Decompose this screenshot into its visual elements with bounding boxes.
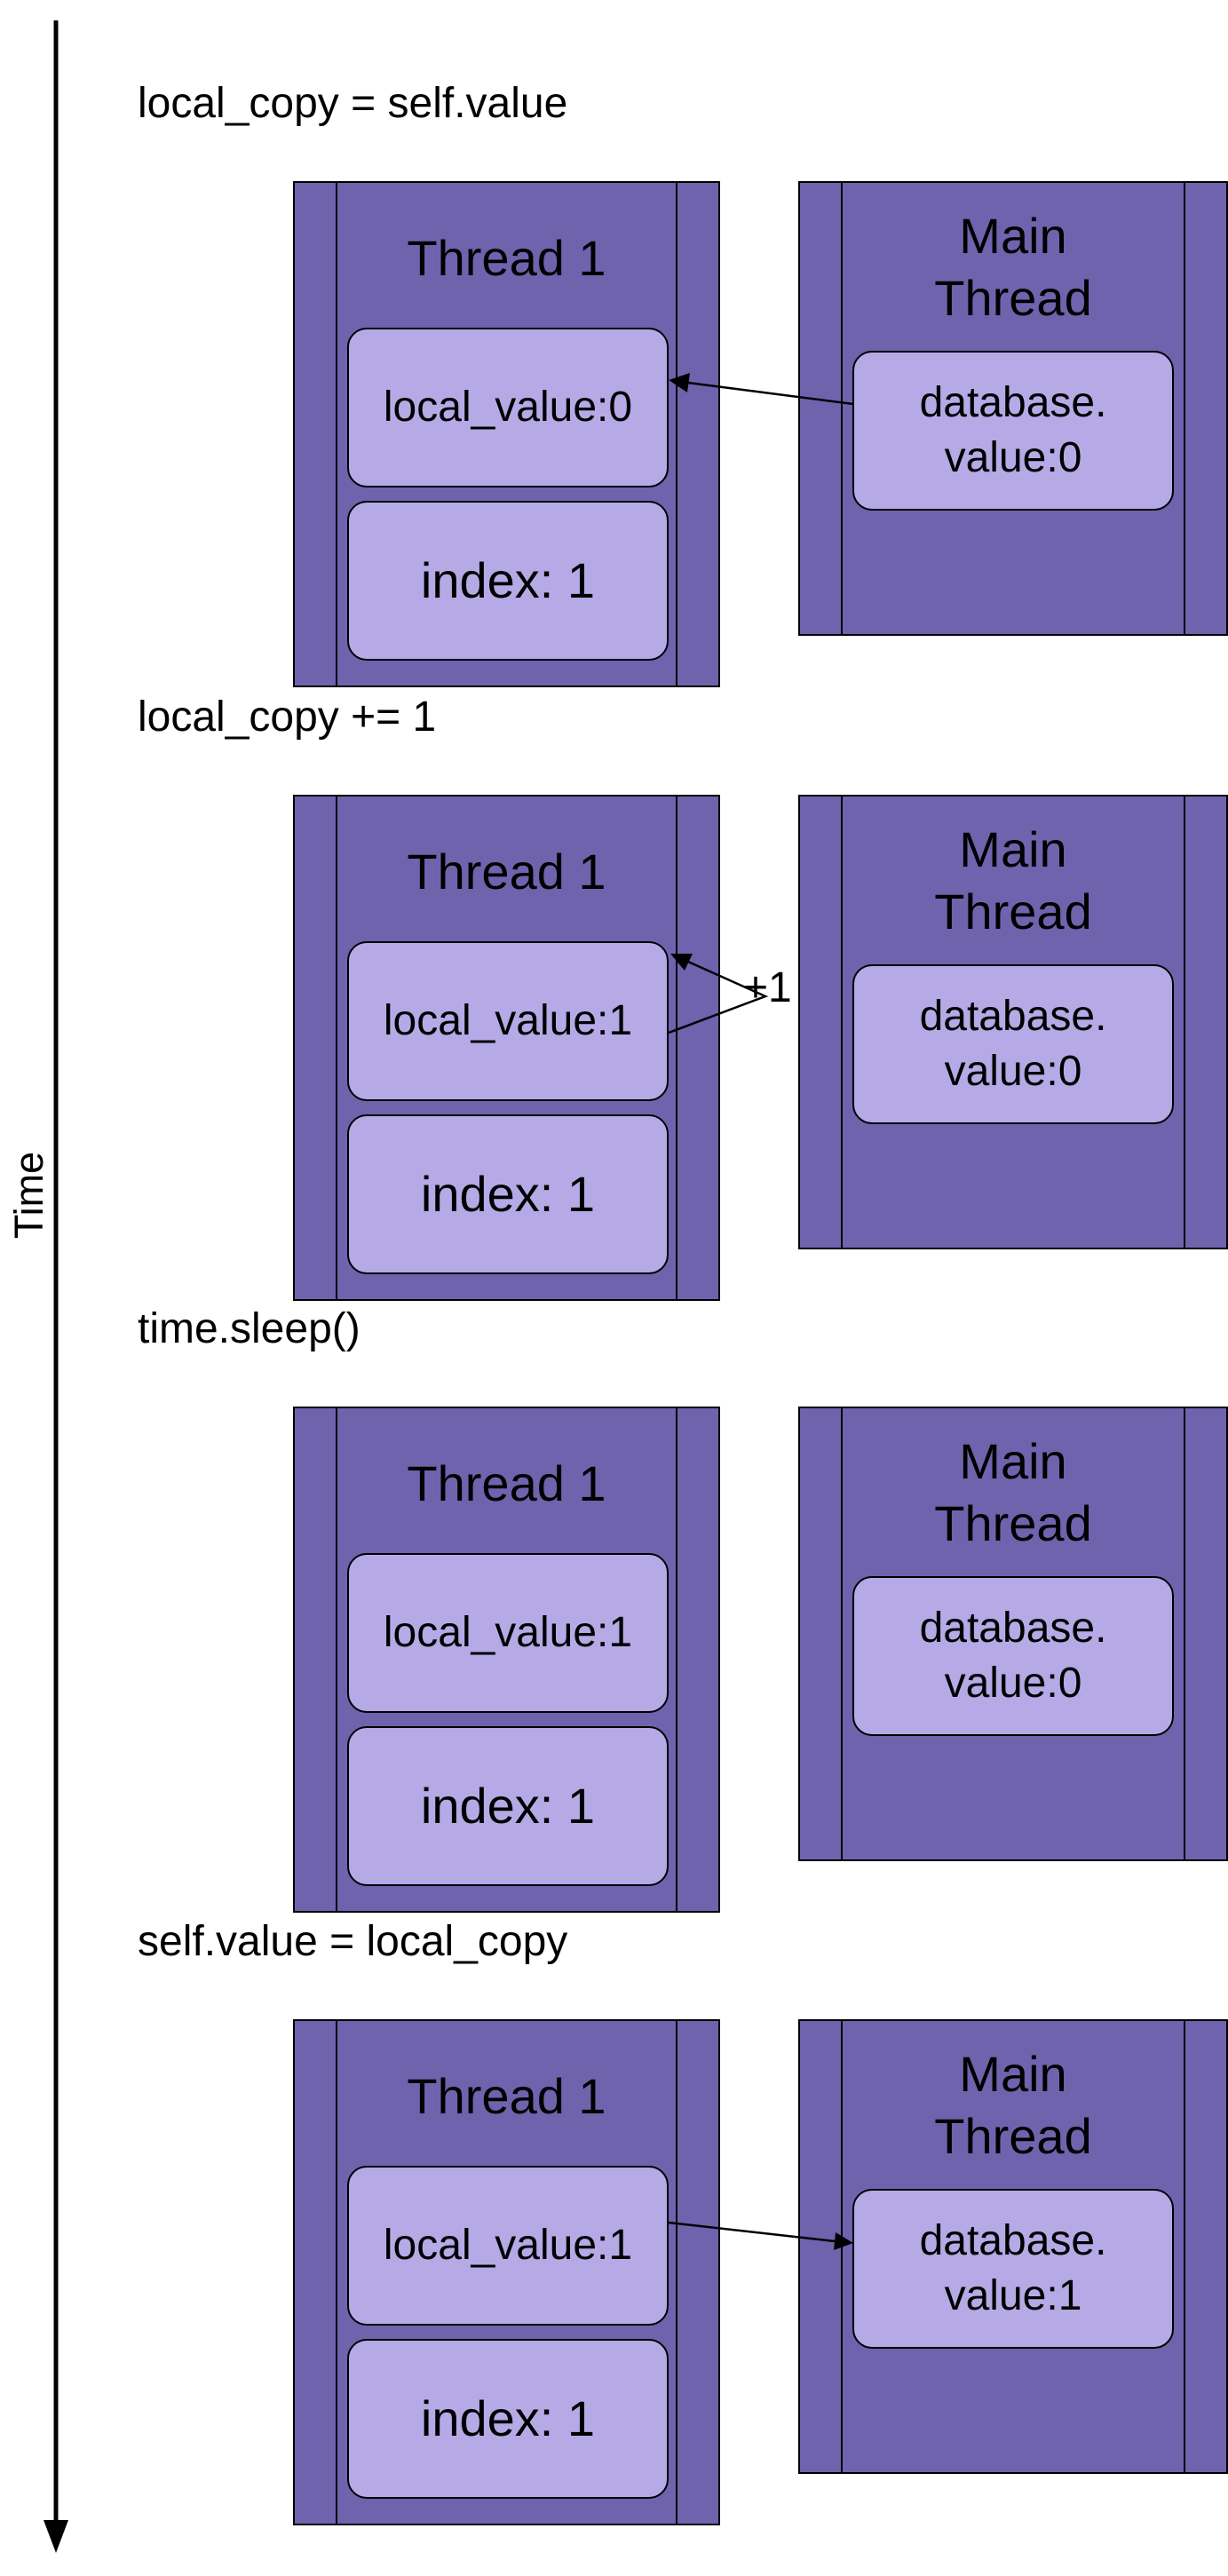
main-thread-title: Main Thread (934, 208, 1092, 326)
main-thread-title: Main Thread (934, 2046, 1092, 2164)
main-thread-box: Main Thread database. value:1 (798, 2019, 1228, 2474)
step-self-value-assign: self.value = local_copy Thread 1 local_v… (0, 1915, 1228, 2537)
thread-1-title: Thread 1 (407, 844, 606, 900)
code-line: self.value = local_copy (138, 1918, 568, 1965)
index-cell: index: 1 (347, 1726, 669, 1886)
thread-1-title: Thread 1 (407, 230, 606, 286)
step-local-copy-assign: local_copy = self.value Thread 1 local_v… (0, 77, 1228, 699)
step-time-sleep: time.sleep() Thread 1 local_value:1 inde… (0, 1303, 1228, 1924)
main-thread-title: Main Thread (934, 1433, 1092, 1551)
thread-1-box: Thread 1 local_value:1 index: 1 (293, 1407, 720, 1913)
increment-label: +1 (743, 964, 792, 1011)
code-line: local_copy = self.value (138, 80, 568, 127)
main-thread-box: Main Thread database. value:0 (798, 1407, 1228, 1861)
local-value-cell: local_value:1 (347, 1553, 669, 1713)
local-value-cell: local_value:0 (347, 328, 669, 487)
main-thread-title: Main Thread (934, 821, 1092, 939)
arrow-db-to-local (669, 373, 854, 406)
arrow-local-to-db (668, 2221, 853, 2250)
thread-1-box: Thread 1 local_value:0 index: 1 (293, 181, 720, 687)
database-value-cell: database. value:0 (852, 1576, 1174, 1736)
arrow-increment (668, 954, 769, 1034)
index-cell: index: 1 (347, 501, 669, 661)
thread-1-title: Thread 1 (407, 2068, 606, 2124)
thread-1-title: Thread 1 (407, 1455, 606, 1511)
step-local-copy-increment: local_copy += 1 Thread 1 local_value:1 i… (0, 691, 1228, 1312)
local-value-cell: local_value:1 (347, 941, 669, 1101)
index-cell: index: 1 (347, 2339, 669, 2499)
time-axis-arrow (44, 20, 68, 2553)
local-value-cell: local_value:1 (347, 2166, 669, 2326)
thread-1-box: Thread 1 local_value:1 index: 1 (293, 795, 720, 1301)
main-thread-box: Main Thread database. value:0 (798, 795, 1228, 1249)
code-line: local_copy += 1 (138, 694, 437, 741)
thread-1-box: Thread 1 local_value:1 index: 1 (293, 2019, 720, 2525)
database-value-cell: database. value:0 (852, 351, 1174, 511)
main-thread-box: Main Thread database. value:0 (798, 181, 1228, 636)
index-cell: index: 1 (347, 1114, 669, 1274)
database-value-cell: database. value:1 (852, 2189, 1174, 2349)
database-value-cell: database. value:0 (852, 964, 1174, 1124)
code-line: time.sleep() (138, 1305, 360, 1352)
